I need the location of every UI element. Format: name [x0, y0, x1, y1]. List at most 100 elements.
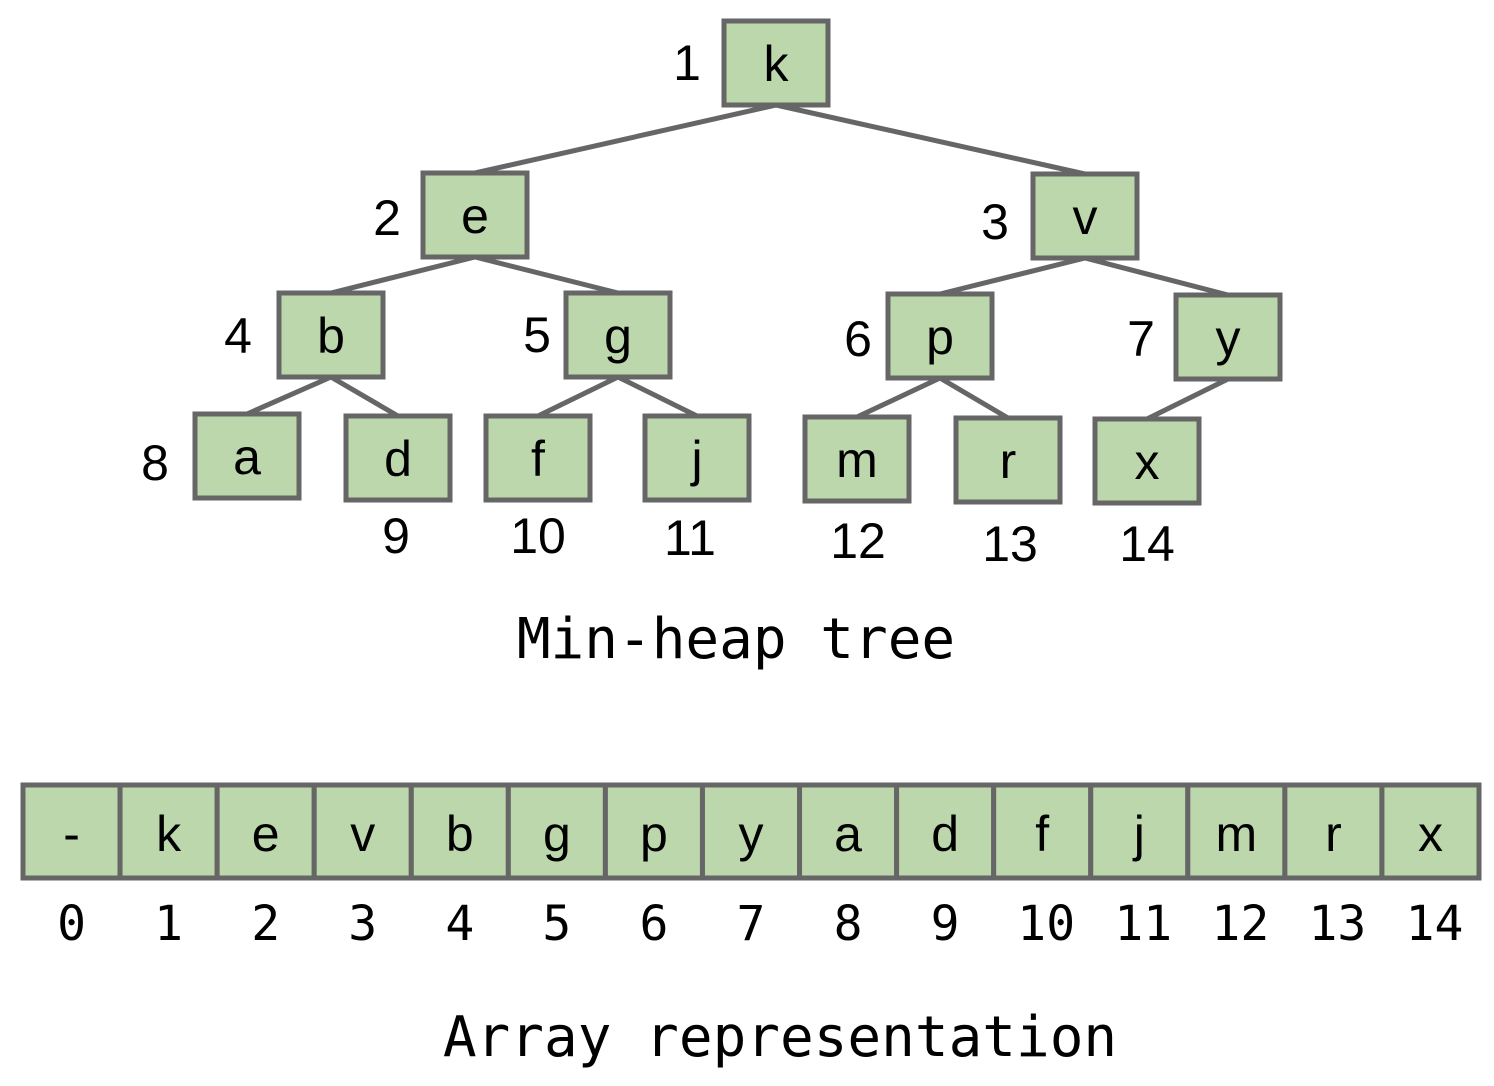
- array-cell-0: -0: [20, 782, 123, 952]
- tree-node-index: 5: [523, 307, 551, 363]
- array-cell-13: r 13: [1282, 782, 1385, 952]
- tree-node-box: [276, 290, 386, 380]
- array-cell-3: v3: [311, 782, 414, 952]
- tree-node-11: j 11: [642, 413, 752, 566]
- tree-node-label: f: [531, 431, 545, 487]
- tree-edge-6-13: [938, 375, 1010, 421]
- array-cell-1: k1: [117, 782, 220, 952]
- tree-node-label: g: [604, 308, 632, 364]
- array-cell-label: a: [834, 806, 862, 862]
- tree-node-index: 3: [981, 194, 1009, 250]
- array-cell-label: x: [1418, 806, 1443, 862]
- tree-node-10: f 10: [483, 413, 593, 564]
- tree-node-7: y7: [1127, 292, 1283, 382]
- tree-node-14: x14: [1092, 416, 1202, 572]
- array-cell-2: e2: [214, 782, 317, 952]
- tree-node-index: 9: [382, 508, 410, 564]
- array-cell-label: f: [1035, 806, 1049, 862]
- tree-edge-4-8: [245, 374, 333, 417]
- array-cell-11: j11: [1088, 782, 1191, 952]
- array-cell-label: g: [543, 806, 571, 862]
- tree-node-4: b4: [224, 290, 386, 380]
- tree-node-box: [642, 413, 752, 503]
- array-cell-box: [1282, 782, 1385, 881]
- array-cell-box: [602, 782, 705, 881]
- array-cell-index: 1: [154, 896, 183, 952]
- tree-node-box: [885, 291, 995, 381]
- tree-edge-5-11: [616, 374, 699, 419]
- tree-caption: Min-heap tree: [517, 607, 955, 672]
- array-cell-label: y: [739, 806, 764, 862]
- array-cell-box: [214, 782, 317, 881]
- tree-node-label: p: [926, 309, 954, 365]
- array-cell-8: a8: [797, 782, 900, 952]
- tree-node-8: a8: [141, 411, 302, 501]
- array-cell-index: 8: [834, 896, 863, 952]
- array-cell-label: p: [640, 806, 668, 862]
- tree-node-9: d9: [343, 413, 453, 564]
- array-cell-index: 10: [1017, 896, 1075, 952]
- tree-edge-7-14: [1145, 376, 1230, 422]
- tree-node-box: [1030, 171, 1140, 261]
- array-cell-box: [1379, 782, 1482, 881]
- tree-node-index: 10: [510, 508, 566, 564]
- tree-node-label: y: [1216, 310, 1241, 366]
- array-cell-label: k: [156, 806, 182, 862]
- array-cell-6: p6: [602, 782, 705, 952]
- tree-node-label: x: [1135, 434, 1160, 490]
- tree-node-box: [563, 290, 673, 380]
- tree-node-box: [802, 414, 912, 504]
- array-cell-9: d9: [894, 782, 997, 952]
- array-cell-index: 13: [1309, 896, 1367, 952]
- tree-node-index: 7: [1127, 311, 1155, 367]
- tree-node-box: [953, 415, 1063, 505]
- array-cell-label: r: [1325, 806, 1342, 862]
- tree-node-box: [1092, 416, 1202, 506]
- tree-edge-3-7: [1084, 255, 1229, 298]
- tree-node-index: 12: [830, 513, 886, 569]
- array-cell-14: x14: [1379, 782, 1482, 952]
- tree-node-5: g5: [523, 290, 673, 380]
- tree-node-3: v3: [981, 171, 1140, 261]
- tree-node-label: d: [384, 431, 412, 487]
- array-cell-box: [797, 782, 900, 881]
- array-cell-label: -: [63, 806, 80, 862]
- tree-node-index: 11: [664, 510, 716, 566]
- tree-node-6: p6: [844, 291, 995, 381]
- tree-node-box: [721, 18, 831, 108]
- tree-edge-4-9: [329, 374, 400, 419]
- tree-node-index: 1: [673, 35, 701, 91]
- tree-edge-3-6: [939, 255, 1086, 297]
- tree-node-label: b: [317, 308, 345, 364]
- tree-node-2: e2: [373, 170, 530, 260]
- array-cell-box: [991, 782, 1094, 881]
- array-cell-index: 11: [1114, 896, 1172, 952]
- tree-node-label: e: [461, 188, 489, 244]
- tree-node-box: [1173, 292, 1283, 382]
- tree-node-label: k: [764, 36, 790, 92]
- array-cell-box: [117, 782, 220, 881]
- array-cell-label: v: [350, 806, 375, 862]
- tree-node-box: [192, 411, 302, 501]
- tree-node-12: m 12: [802, 414, 912, 569]
- array-caption: Array representation: [443, 1005, 1117, 1070]
- array-cell-index: 6: [639, 896, 668, 952]
- tree-node-box: [343, 413, 453, 503]
- array-cell-index: 0: [57, 896, 86, 952]
- tree-node-box: [483, 413, 593, 503]
- tree-edge-5-10: [536, 374, 620, 419]
- tree-node-1: k1: [673, 18, 831, 108]
- array-cell-index: 9: [931, 896, 960, 952]
- tree-node-index: 6: [844, 311, 872, 367]
- tree-node-label: r: [1000, 433, 1017, 489]
- tree-edge-1-2: [474, 102, 777, 176]
- tree-node-label: m: [836, 432, 878, 488]
- array-cell-label: m: [1216, 806, 1258, 862]
- array-cell-index: 7: [737, 896, 766, 952]
- tree-edges: [245, 102, 1230, 422]
- tree-node-label: j: [689, 431, 702, 487]
- tree-node-box: [420, 170, 530, 260]
